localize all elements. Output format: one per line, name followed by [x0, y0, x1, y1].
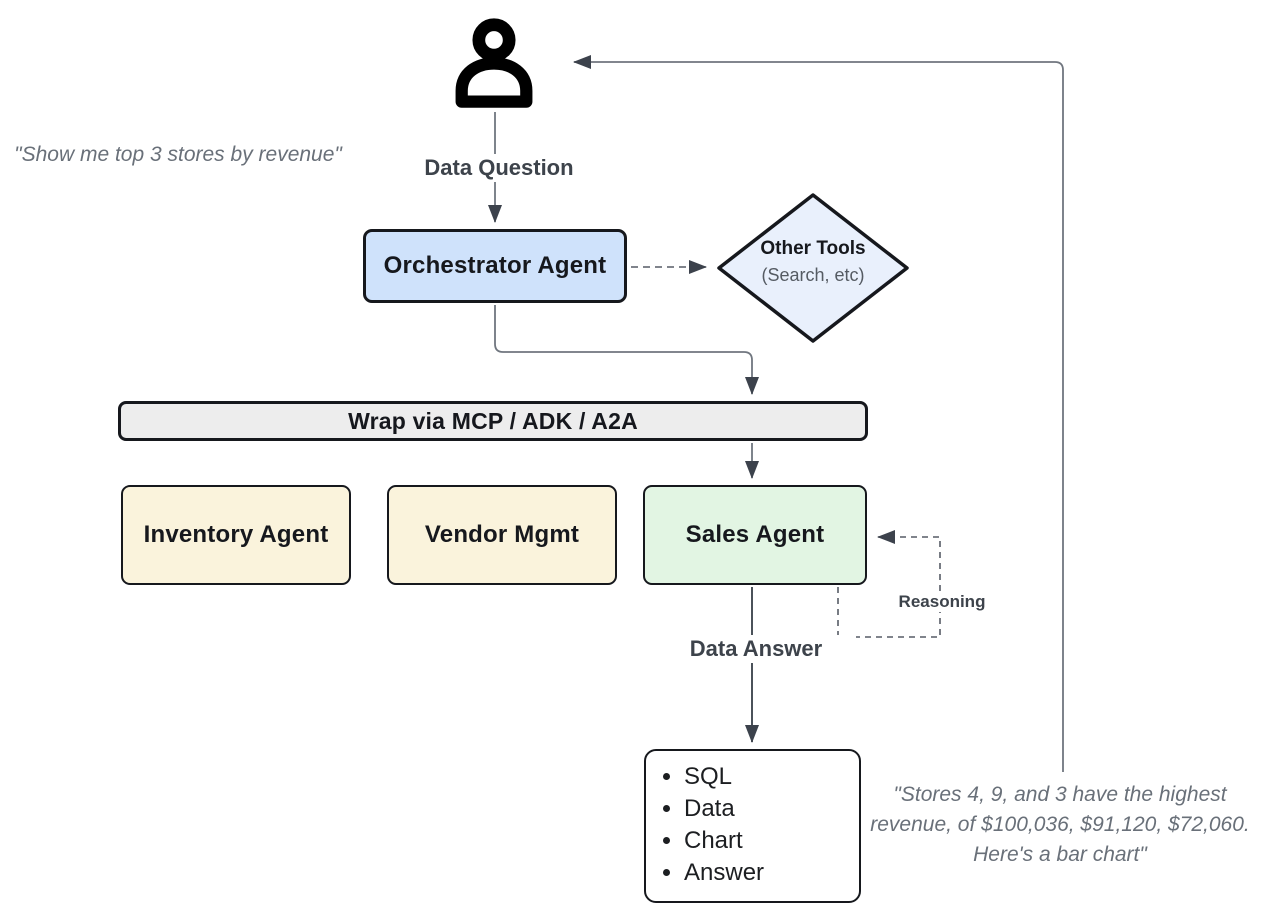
- output-box: SQLDataChartAnswer: [644, 749, 861, 903]
- inventory-agent-node: Inventory Agent: [121, 485, 351, 585]
- user-quote-text: "Show me top 3 stores by revenue": [14, 143, 342, 166]
- other-tools-title: Other Tools: [760, 238, 866, 259]
- data-question-label: Data Question: [404, 154, 594, 182]
- output-list-item: SQL: [684, 761, 859, 793]
- output-list-item: Data: [684, 793, 859, 825]
- agent-answer-quote-text: "Stores 4, 9, and 3 have the highest rev…: [870, 783, 1250, 866]
- wrap-via-mcp-adk-a2a-bar: Wrap via MCP / ADK / A2A: [118, 401, 868, 441]
- sales-agent-node: Sales Agent: [643, 485, 867, 585]
- other-tools-subtitle: (Search, etc): [761, 265, 865, 285]
- inventory-agent-label: Inventory Agent: [143, 521, 329, 548]
- orchestrator-agent-node: Orchestrator Agent: [363, 229, 627, 303]
- output-list-item: Answer: [684, 857, 859, 889]
- other-tools-text: Other Tools (Search, etc): [711, 236, 915, 288]
- vendor-mgmt-node: Vendor Mgmt: [387, 485, 617, 585]
- orchestrator-agent-label: Orchestrator Agent: [383, 252, 607, 279]
- output-list: SQLDataChartAnswer: [646, 761, 859, 889]
- vendor-mgmt-label: Vendor Mgmt: [424, 521, 580, 548]
- reasoning-label: Reasoning: [886, 592, 998, 612]
- output-list-item: Chart: [684, 825, 859, 857]
- wrap-bar-label: Wrap via MCP / ADK / A2A: [348, 407, 638, 434]
- sales-agent-label: Sales Agent: [685, 521, 825, 548]
- person-icon: [455, 18, 533, 108]
- data-answer-label: Data Answer: [656, 635, 856, 663]
